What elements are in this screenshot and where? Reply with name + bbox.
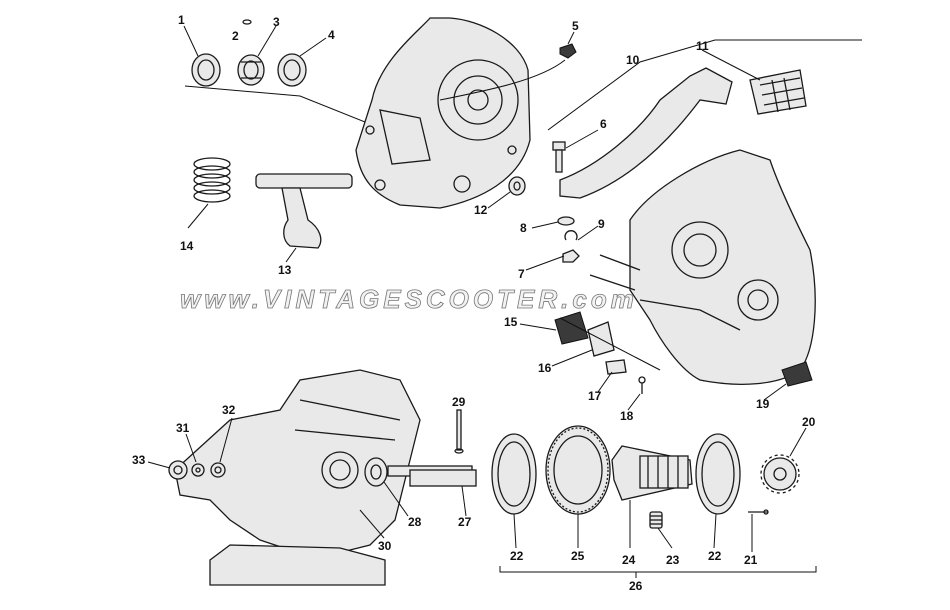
callout-24: 24 — [622, 553, 636, 567]
callout-14: 14 — [180, 239, 194, 253]
rubber-pad-part-19 — [781, 361, 813, 387]
callout-6: 6 — [600, 117, 607, 131]
gearbox-housing-group — [168, 369, 477, 586]
callout-13: 13 — [278, 263, 292, 277]
callout-30: 30 — [378, 539, 392, 553]
callout-29: 29 — [452, 395, 466, 409]
callout-10: 10 — [626, 53, 640, 67]
callout-16: 16 — [538, 361, 552, 375]
seal-part-1 — [191, 53, 221, 87]
callout-20: 20 — [802, 415, 816, 429]
bearing-part-28 — [364, 457, 388, 487]
callout-22a: 22 — [510, 549, 524, 563]
nut-part-5 — [559, 43, 577, 59]
callout-numbers: 1 2 3 4 5 6 7 8 9 10 11 12 13 14 15 16 1… — [132, 13, 816, 593]
callout-27: 27 — [458, 515, 472, 529]
callout-31: 31 — [176, 421, 190, 435]
callout-4: 4 — [328, 28, 335, 42]
circlip-part-9 — [564, 230, 578, 241]
callout-7: 7 — [518, 267, 525, 281]
callout-19: 19 — [756, 397, 770, 411]
callout-3: 3 — [273, 15, 280, 29]
ring-part-2 — [242, 19, 252, 25]
leader-lines — [147, 25, 807, 552]
callout-33: 33 — [132, 453, 146, 467]
gearbox-housing — [174, 369, 421, 556]
roller-bearing-part-3 — [237, 54, 265, 86]
callout-22b: 22 — [708, 549, 722, 563]
cluster-gear-part-24 — [611, 445, 693, 501]
clutch-cover-housing — [355, 17, 531, 209]
key-part-17 — [605, 359, 627, 375]
washer-part-8 — [557, 216, 575, 226]
callout-1: 1 — [178, 13, 185, 27]
callout-8: 8 — [520, 221, 527, 235]
callout-2: 2 — [232, 29, 239, 43]
pin-part-18 — [638, 376, 646, 394]
clutch-cover-group — [184, 17, 577, 249]
callout-28: 28 — [408, 515, 422, 529]
kickstart-lever-group — [547, 39, 862, 263]
callout-21: 21 — [744, 553, 758, 567]
shaft-part-27 — [387, 465, 477, 487]
callout-15: 15 — [504, 315, 518, 329]
seal-part-4 — [277, 53, 307, 87]
nut-part-7 — [562, 249, 580, 263]
spring-part-23 — [649, 511, 663, 529]
callout-32: 32 — [222, 403, 236, 417]
pedal-rubber-part-11 — [749, 69, 807, 115]
nut-part-33 — [168, 460, 188, 480]
callout-11: 11 — [696, 39, 709, 53]
selector-plate-part-15 — [554, 311, 589, 345]
selector-parts-group — [554, 311, 813, 394]
callout-25: 25 — [571, 549, 585, 563]
kickstart-shaft-part-13 — [255, 173, 353, 249]
washer-part-31 — [191, 463, 205, 477]
callout-23: 23 — [666, 553, 680, 567]
gear-assembly-group — [491, 425, 817, 578]
shim-part-22b — [695, 433, 741, 515]
crankcase-half-right — [589, 149, 816, 385]
callout-17: 17 — [588, 389, 602, 403]
ring-gear-part-25 — [545, 425, 611, 515]
kickstart-lever-part-10 — [559, 67, 733, 199]
pin-part-21 — [748, 509, 769, 515]
watermark-text: www.VINTAGESCOOTER.com — [180, 284, 638, 314]
callout-5: 5 — [572, 19, 579, 33]
callout-9: 9 — [598, 217, 605, 231]
callout-12: 12 — [474, 203, 488, 217]
kickstart-spring-part-14 — [193, 157, 231, 203]
callout-18: 18 — [620, 409, 634, 423]
gear-part-32 — [210, 462, 226, 478]
callout-26: 26 — [629, 579, 643, 593]
small-gear-part-20 — [760, 454, 800, 494]
pin-part-29 — [454, 409, 464, 454]
washer-part-12 — [508, 176, 526, 196]
bolt-part-6 — [552, 141, 566, 173]
